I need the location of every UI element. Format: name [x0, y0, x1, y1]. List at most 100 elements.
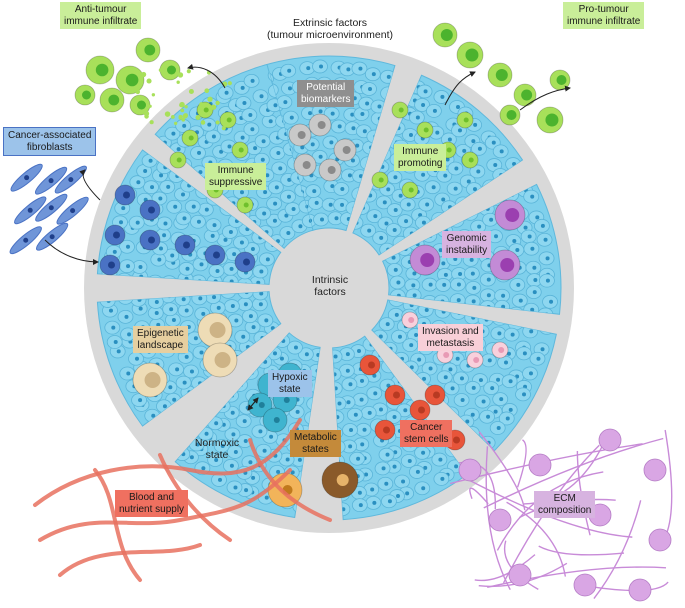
tissue-nucleus: [251, 325, 256, 330]
caf-wedge-cell-nucleus: [243, 258, 250, 266]
ecm-fibre: [576, 450, 591, 536]
tissue-nucleus: [470, 271, 475, 276]
tissue-nucleus: [204, 431, 209, 436]
tissue-nucleus: [508, 407, 513, 412]
immune-promoting-cell-nucleus: [446, 147, 452, 153]
ecm-cell: [458, 458, 482, 482]
tissue-nucleus: [171, 131, 176, 136]
tissue-nucleus: [204, 207, 209, 212]
tissue-nucleus: [219, 149, 224, 154]
tissue-nucleus: [163, 221, 168, 226]
hypoxic-cell-nucleus: [258, 402, 265, 408]
tissue-nucleus: [198, 296, 203, 301]
tissue-nucleus: [304, 352, 309, 357]
tissue-nucleus: [248, 460, 253, 465]
biomarker-cell-nucleus: [297, 131, 306, 139]
tissue-nucleus: [386, 74, 391, 79]
caf-wedge-cell-nucleus: [148, 206, 155, 214]
tissue-nucleus: [185, 266, 190, 271]
immune-suppressive-cell-nucleus: [243, 202, 249, 208]
cytokine-dot: [170, 115, 175, 119]
tissue-nucleus: [477, 146, 482, 151]
biomarker-cell-nucleus: [327, 166, 336, 174]
tissue-nucleus: [469, 257, 474, 262]
tissue-nucleus: [158, 196, 163, 201]
tissue-nucleus: [453, 186, 458, 191]
ecm-cell: [628, 578, 652, 602]
tissue-nucleus: [540, 223, 545, 228]
tissue-nucleus: [407, 458, 412, 463]
ecm-fibre: [662, 429, 673, 542]
tissue-nucleus: [387, 499, 392, 504]
tissue-nucleus: [298, 224, 303, 229]
tissue-nucleus: [283, 100, 288, 105]
tissue-nucleus: [412, 271, 417, 276]
tissue-nucleus: [264, 318, 269, 323]
tissue-nucleus: [490, 386, 495, 391]
arrows: [44, 63, 571, 411]
tissue-nucleus: [230, 410, 235, 415]
tissue-nucleus: [243, 302, 248, 307]
cytokine-dot: [184, 105, 188, 109]
tissue-nucleus: [259, 94, 264, 99]
tissue-nucleus: [306, 66, 311, 71]
tissue-nucleus: [138, 265, 143, 270]
tissue-nucleus: [357, 349, 362, 354]
tissue-nucleus: [136, 180, 141, 185]
tissue-nucleus: [234, 318, 239, 323]
tissue-nucleus: [370, 487, 375, 492]
tissue-nucleus: [111, 325, 116, 330]
fibroblast-nucleus: [23, 237, 29, 243]
tissue-nucleus: [384, 221, 389, 226]
tissue-nucleus: [421, 220, 426, 225]
tissue-nucleus: [481, 399, 486, 404]
immune-suppressive-cell-nucleus: [188, 135, 194, 141]
tissue-nucleus: [291, 207, 296, 212]
tissue-nucleus: [154, 311, 159, 316]
tissue-nucleus: [314, 200, 319, 205]
tissue-nucleus: [508, 379, 513, 384]
tissue-nucleus: [377, 104, 382, 109]
tissue-nucleus: [385, 452, 390, 457]
fibroblast-nucleus: [48, 205, 54, 211]
pro-tumour-cell-nucleus: [495, 69, 508, 81]
tissue-nucleus: [272, 351, 277, 356]
invasion-cell-nucleus: [408, 317, 415, 323]
immune-promoting-cell-nucleus: [423, 127, 429, 133]
tissue-nucleus: [425, 202, 430, 207]
tissue-nucleus: [447, 137, 452, 142]
tissue-nucleus: [422, 376, 427, 381]
tissue-nucleus: [227, 144, 232, 149]
tissue-nucleus: [340, 186, 345, 191]
tissue-nucleus: [360, 442, 365, 447]
tissue-nucleus: [261, 139, 266, 144]
cytokine-dot: [148, 104, 152, 108]
tissue-nucleus: [297, 457, 302, 462]
wedge-caf: [96, 149, 282, 285]
blood-vessel: [33, 418, 302, 507]
extrinsic-factors-title: Extrinsic factors(tumour microenvironmen…: [266, 17, 394, 41]
tissue-cell: [537, 307, 554, 315]
tissue-nucleus: [229, 463, 234, 468]
immune-suppressive-cell-nucleus: [238, 147, 244, 153]
tissue-nucleus: [162, 233, 167, 238]
biomarker-cell-nucleus: [302, 161, 311, 169]
invasion-cell-nucleus: [473, 357, 480, 363]
tissue-nucleus: [423, 89, 428, 94]
tissue-nucleus: [382, 200, 387, 205]
tissue-nucleus: [273, 201, 278, 206]
tissue-nucleus: [357, 490, 362, 495]
tissue-nucleus: [289, 115, 294, 120]
tissue-nucleus: [486, 414, 491, 419]
tissue-nucleus: [472, 285, 477, 290]
tissue-nucleus: [135, 356, 140, 361]
tissue-nucleus: [499, 397, 504, 402]
tissue-nucleus: [262, 448, 267, 453]
tissue-nucleus: [393, 208, 398, 213]
tissue-nucleus: [489, 217, 494, 222]
